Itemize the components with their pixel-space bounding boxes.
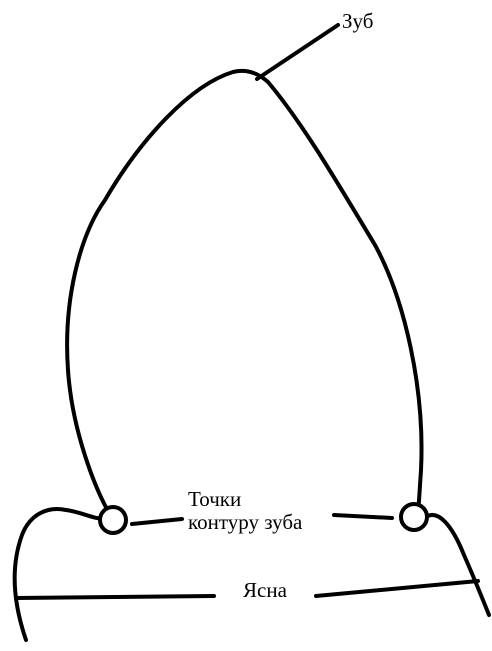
tooth-label: Зуб [342, 10, 373, 33]
points-leader-left [132, 519, 182, 524]
contour-points-label-line2: контуру зуба [188, 511, 302, 534]
contour-point-right-center [410, 513, 418, 521]
tooth-outline [67, 71, 421, 518]
gum-label: Ясна [243, 579, 287, 602]
points-leader-right [334, 515, 392, 518]
contour-point-left-center [109, 516, 117, 524]
gum-outline [15, 509, 106, 640]
contour-points-label: Точки контуру зуба [188, 488, 302, 534]
gum-leader-right [316, 581, 478, 596]
gum-leader-left [16, 596, 214, 598]
gum-outline-right [426, 515, 489, 615]
tooth-leader-line [257, 25, 338, 79]
contour-points-label-line1: Точки [188, 488, 302, 511]
